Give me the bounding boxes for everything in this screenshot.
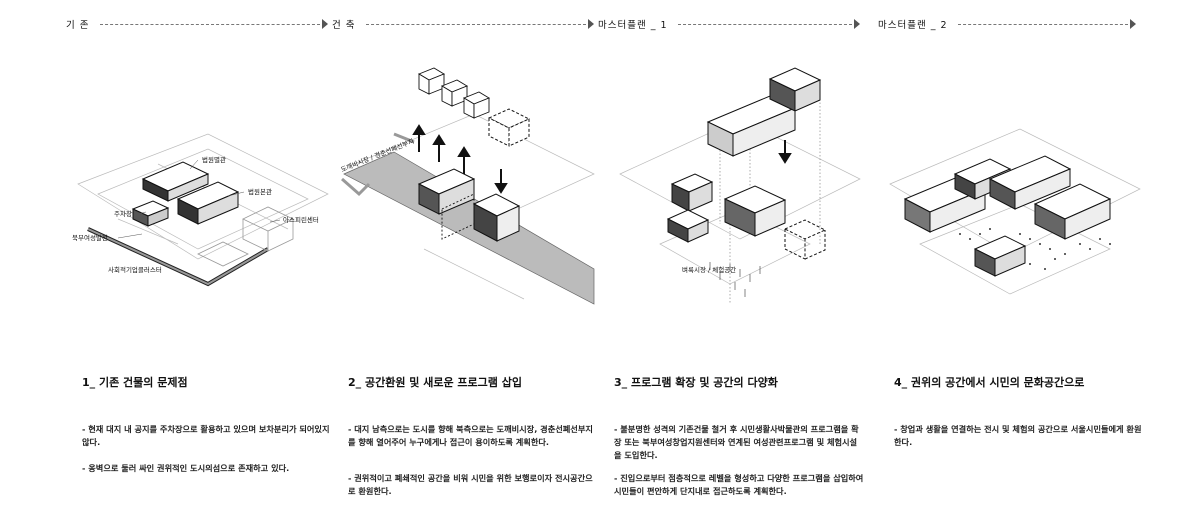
architecture-axonometric-drawing: 도깨비시장 / 경춘선폐선부지 xyxy=(339,67,595,305)
section-title: 3_ 프로그램 확장 및 공간의 다양화 xyxy=(614,376,778,389)
header-label: 마스터플랜 _ 1 xyxy=(598,20,668,31)
masterplan-2-axonometric-drawing xyxy=(889,128,1141,295)
section-header: 건 축 xyxy=(332,14,600,34)
header-dashed-line xyxy=(366,24,586,25)
label-social-enterprise: 사회적기업클러스터 xyxy=(108,265,162,274)
label-court-main: 법원본관 xyxy=(248,187,272,196)
label-women-development: 북부여성발전 xyxy=(72,233,108,242)
label-parking: 주차장 xyxy=(114,209,132,218)
label-court-annex: 법원별관 xyxy=(202,155,226,164)
header-arrow-icon xyxy=(1130,19,1136,29)
column-architecture: 건 축 xyxy=(332,0,600,519)
column-masterplan-2: 마스터플랜 _ 2 4_ 권위의 공간에서 시민의 문화공간으로 - 창업과 생… xyxy=(878,0,1146,519)
paragraph: - 현재 대지 내 공지를 주차장으로 활용하고 있으며 보차분리가 되어있지 … xyxy=(82,424,330,447)
masterplan-1-axonometric-drawing: 벼룩시장 / 체험공간 xyxy=(619,67,861,304)
section-title: 1_ 기존 건물의 문제점 xyxy=(82,376,188,389)
header-arrow-icon xyxy=(588,19,594,29)
column-existing: 기 존 법원별관 법원 xyxy=(66,0,334,519)
section-header: 기 존 xyxy=(66,14,334,34)
header-arrow-icon xyxy=(854,19,860,29)
header-dashed-line xyxy=(100,24,320,25)
paragraph: - 창업과 생활을 연결하는 전시 및 체험의 공간으로 서울시민들에게 환원한… xyxy=(894,424,1142,447)
header-dashed-line xyxy=(678,24,852,25)
paragraph: - 불분명한 성격의 기존건물 철거 후 시민생활사박물관의 프로그램을 확장 … xyxy=(614,424,859,460)
section-title: 4_ 권위의 공간에서 시민의 문화공간으로 xyxy=(894,376,1085,389)
section-header: 마스터플랜 _ 2 xyxy=(878,14,1146,34)
paragraph: - 진입으로부터 점층적으로 레벨을 형성하고 다양한 프로그램을 삽입하여 시… xyxy=(614,473,864,496)
section-title: 2_ 공간환원 및 새로운 프로그램 삽입 xyxy=(348,376,522,389)
header-label: 기 존 xyxy=(66,20,90,31)
label-aspirin-center: 아스피린센터 xyxy=(283,215,319,224)
existing-axonometric-drawing: 법원별관 법원본관 주차장 아스피린센터 북부여성발전 사회적기업클러스터 xyxy=(72,133,329,287)
header-arrow-icon xyxy=(322,19,328,29)
paragraph: - 옹벽으로 둘러 싸인 권위적인 도시의섬으로 존재하고 있다. xyxy=(82,463,290,473)
section-header: 마스터플랜 _ 1 xyxy=(598,14,866,34)
column-masterplan-1: 마스터플랜 _ 1 xyxy=(598,0,866,519)
label-flea-market: 벼룩시장 / 체험공간 xyxy=(682,265,736,274)
header-label: 마스터플랜 _ 2 xyxy=(878,20,948,31)
paragraph: - 대지 남측으로는 도시를 향해 북측으로는 도깨비시장, 경춘선폐선부지를 … xyxy=(348,424,593,447)
paragraph: - 권위적이고 폐쇄적인 공간을 비워 시민을 위한 보행로이자 전시공간으로 … xyxy=(348,473,593,496)
header-dashed-line xyxy=(958,24,1128,25)
header-label: 건 축 xyxy=(332,20,356,31)
